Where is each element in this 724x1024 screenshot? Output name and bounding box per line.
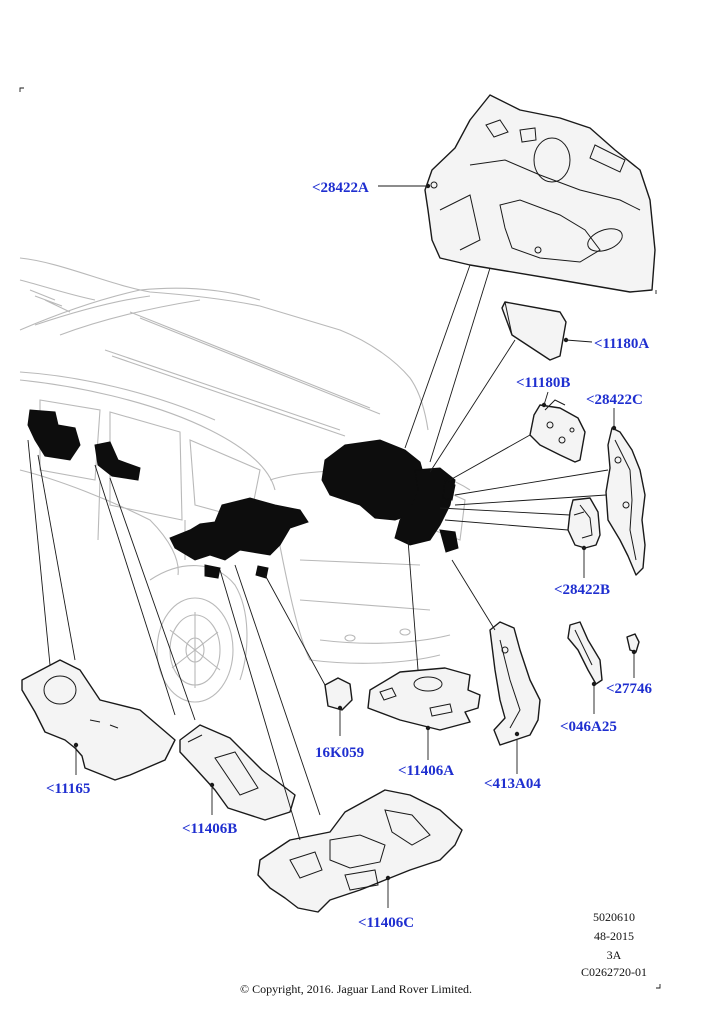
part-11406B: [179, 724, 296, 821]
reference-line-1: 5020610: [593, 910, 635, 924]
part-11406C: [257, 789, 463, 913]
part-11180A: [501, 301, 567, 361]
label-11180B[interactable]: <11180B: [516, 375, 570, 391]
label-11165[interactable]: <11165: [46, 781, 90, 797]
label-28422A[interactable]: <28422A: [312, 180, 369, 196]
label-27746[interactable]: <27746: [606, 681, 653, 697]
reference-line-2: 48-2015: [594, 929, 634, 943]
part-28422B: [567, 497, 601, 549]
label-11406C[interactable]: <11406C: [358, 915, 414, 931]
part-413A04: [489, 621, 541, 746]
reference-line-3: 3A: [607, 948, 622, 962]
crop-marks: [19, 87, 661, 989]
copyright-text: © Copyright, 2016. Jaguar Land Rover Lim…: [240, 982, 472, 996]
part-27746: [626, 633, 640, 653]
reference-block: 5020610 48-2015 3A C0262720-01: [581, 910, 647, 979]
label-28422B[interactable]: <28422B: [554, 582, 610, 598]
part-11165: [21, 659, 176, 781]
leader-lines: [27, 183, 637, 908]
reference-line-4: C0262720-01: [581, 965, 647, 979]
part-11180B: [529, 399, 586, 463]
label-28422C[interactable]: <28422C: [586, 392, 643, 408]
label-11406A[interactable]: <11406A: [398, 763, 454, 779]
part-28422A: [424, 94, 656, 293]
vehicle-outline: [19, 257, 471, 703]
label-046A25[interactable]: <046A25: [560, 719, 617, 735]
part-16K059: [324, 677, 353, 711]
part-labels: <28422A <11180A <11180B <28422C <28422B …: [46, 180, 653, 931]
part-046A25: [567, 621, 603, 685]
label-11180A[interactable]: <11180A: [594, 336, 649, 352]
label-11406B[interactable]: <11406B: [182, 821, 237, 837]
installed-insulation: [27, 409, 459, 579]
part-28422C: [605, 427, 646, 576]
part-11406A: [367, 667, 481, 731]
label-16K059[interactable]: 16K059: [315, 745, 364, 761]
label-413A04[interactable]: <413A04: [484, 776, 541, 792]
